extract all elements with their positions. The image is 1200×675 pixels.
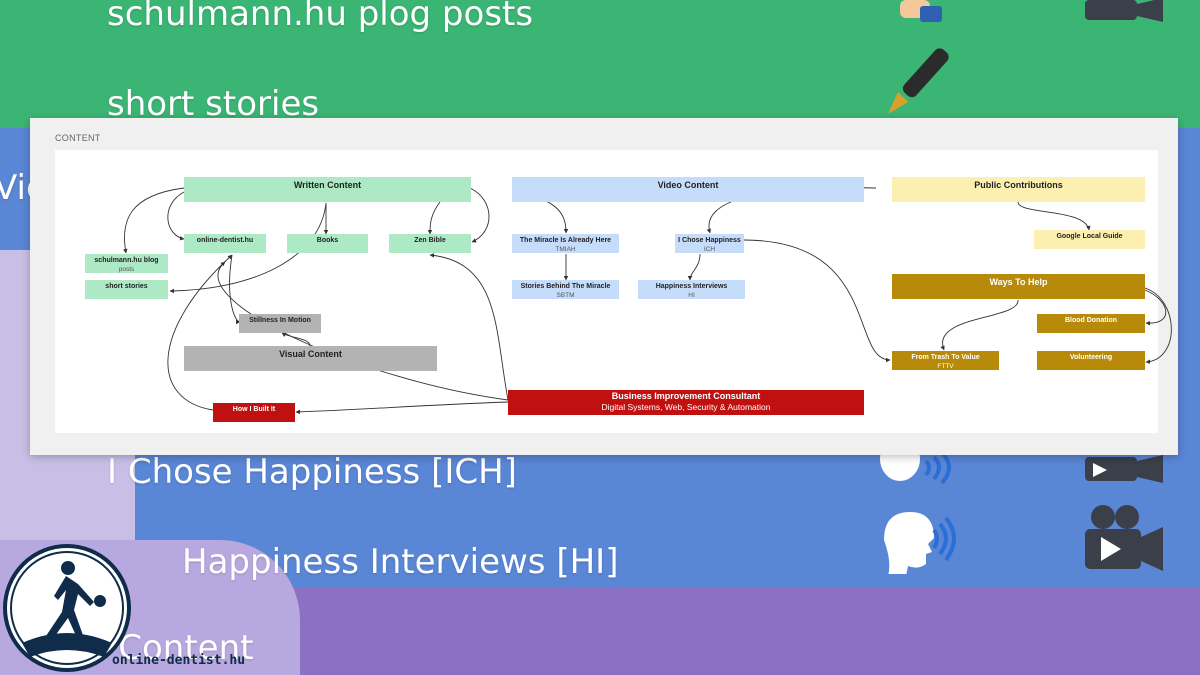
node-volunteering[interactable]: Volunteering (1037, 351, 1145, 370)
node-ways-to-help[interactable]: Ways To Help (892, 274, 1145, 299)
node-stillness-in-motion[interactable]: Stillness In Motion (239, 314, 321, 333)
video-camera-icon (1085, 0, 1163, 22)
node-how-i-built-it[interactable]: How I Built It (213, 403, 295, 422)
board-label: CONTENT (55, 133, 101, 143)
walking-person-logo-icon (3, 544, 131, 672)
node-zen-bible[interactable]: Zen Bible (389, 234, 471, 253)
node-books[interactable]: Books (287, 234, 368, 253)
node-public-contributions[interactable]: Public Contributions (892, 177, 1145, 202)
background-heading-blog-posts: schulmann.hu plog posts (107, 0, 534, 34)
node-written-content[interactable]: Written Content (184, 177, 471, 202)
node-visual-content[interactable]: Visual Content (184, 346, 437, 371)
video-camera-icon (1085, 455, 1163, 483)
node-short-stories[interactable]: short stories (85, 280, 168, 299)
speaking-head-icon (880, 455, 951, 485)
background-band-green (0, 0, 1200, 128)
speaking-head-icon (884, 512, 956, 574)
fountain-pen-icon (888, 48, 949, 114)
node-video-content[interactable]: Video Content (512, 177, 864, 202)
node-google-guide[interactable]: Google Local Guide (1034, 230, 1145, 249)
node-blood-donation[interactable]: Blood Donation (1037, 314, 1145, 333)
background-heading-short-stories: short stories (107, 84, 320, 124)
writing-hand-icon (900, 0, 942, 22)
background-heading-ich: I Chose Happiness [ICH] (107, 452, 517, 492)
logo-site-name: online-dentist.hu (112, 653, 246, 668)
node-online-dentist[interactable]: online-dentist.hu (184, 234, 266, 253)
video-camera-icon (1085, 505, 1163, 571)
background-heading-hi: Happiness Interviews [HI] (182, 542, 619, 582)
